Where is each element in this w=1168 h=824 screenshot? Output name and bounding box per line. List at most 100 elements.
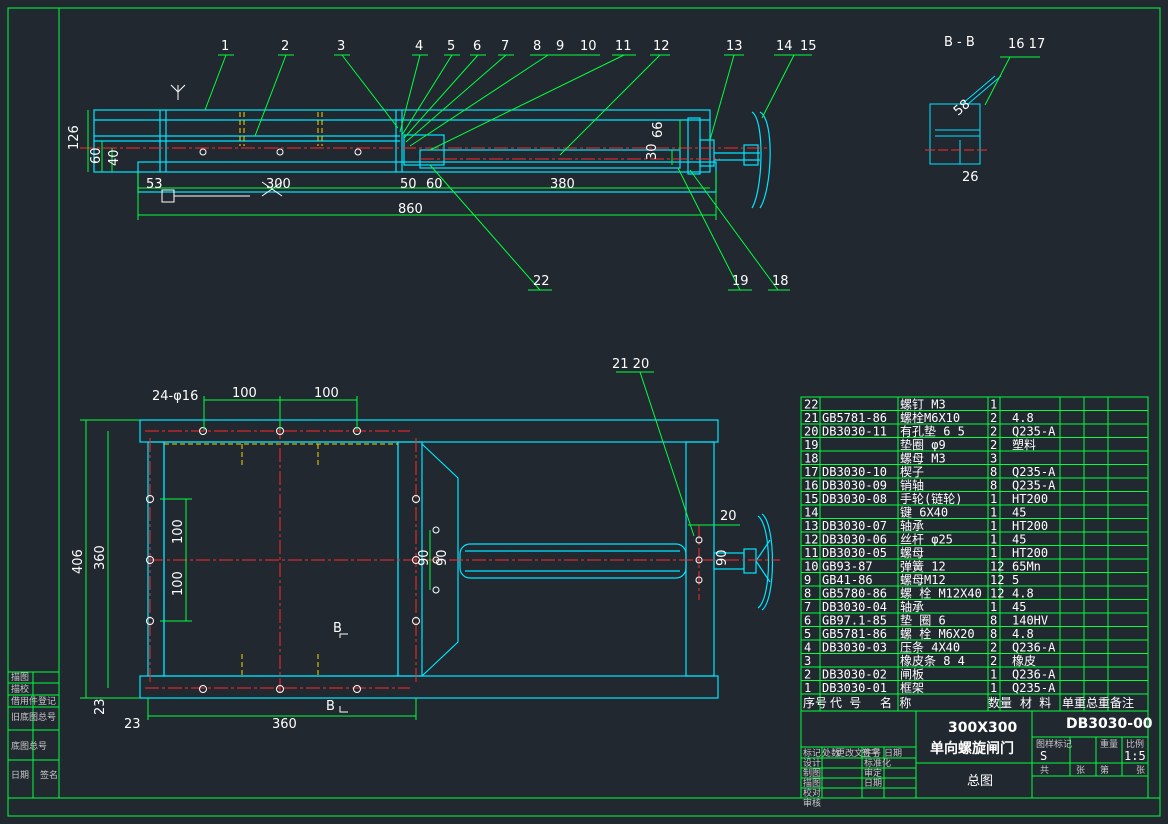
bom-cell-no: 10: [804, 560, 818, 574]
dim-30: 30: [645, 143, 660, 160]
bom-cell-qty: 1: [990, 681, 997, 695]
bom-cell-no: 2: [804, 668, 811, 682]
bom-cell-code: DB3030-09: [822, 479, 887, 493]
bom-cell-code: DB3030-07: [822, 519, 887, 533]
bom-cell-mat: Q236-A: [1012, 641, 1056, 655]
balloon-21-20: 21 20: [612, 357, 649, 372]
revision-cells: 标记处数更改文件号签字日期设计制图描图校对审核标准化审定日期: [803, 747, 902, 809]
front-center: [145, 425, 780, 695]
role-label-right: 标准化: [864, 757, 891, 769]
bom-cell-name: 垫 圈 6: [900, 613, 946, 628]
dim-60w: 60: [426, 177, 443, 192]
balloon-22: 22: [533, 274, 550, 289]
balloon-10: 10: [580, 39, 597, 54]
ucs-icon: [161, 84, 283, 203]
bom-cell-qty: 12: [990, 560, 1004, 574]
bom-cell-no: 22: [804, 398, 818, 412]
front-holes: [146, 427, 703, 693]
bom-cell-no: 5: [804, 627, 811, 641]
bom-cell-mat: 塑料: [1012, 437, 1036, 452]
dim-40: 40: [107, 149, 122, 166]
bom-cell-mat: 45: [1012, 533, 1026, 547]
bom-header-code: 代 号: [830, 696, 861, 710]
hole-note: 24-φ16: [152, 389, 198, 404]
dim-100d: 100: [171, 571, 186, 596]
top-hidden-lines: [239, 112, 323, 146]
balloon-1: 1: [221, 39, 229, 54]
sheet-a: 共: [1040, 765, 1049, 776]
bom-header-total: 总重: [1086, 696, 1110, 710]
bom-cell-qty: 1: [990, 600, 997, 614]
bom-cell-qty: 2: [990, 411, 997, 425]
bom-cell-code: DB3030-10: [822, 465, 887, 479]
bom-cell-qty: 1: [990, 506, 997, 520]
rev-header: 处数: [822, 747, 840, 759]
bom-cell-name: 压条 4X40: [900, 641, 960, 655]
bom-cell-qty: 2: [990, 438, 997, 452]
bom-cell-code: DB3030-06: [822, 533, 887, 547]
bom-cell-mat: 140HV: [1012, 614, 1048, 628]
bom-cell-code: DB3030-05: [822, 546, 887, 560]
side-item: 描图: [11, 671, 29, 683]
front-view: 24-φ16 21 20 100 100 406 360 100 100 90 …: [71, 357, 780, 732]
scale-label: 比例: [1126, 738, 1144, 750]
rev-header: 更改文件号: [836, 747, 881, 759]
bom-cell-no: 13: [804, 519, 818, 533]
bom-cell-qty: 8: [990, 614, 997, 628]
bom-cell-code: DB3030-08: [822, 492, 887, 506]
section-label: B - B: [944, 35, 975, 50]
bom-cell-qty: 1: [990, 519, 997, 533]
side-item: 借用件登记: [11, 695, 56, 707]
bom-cell-name: 螺母: [900, 546, 924, 560]
balloon-4: 4: [415, 39, 423, 54]
section-mark-a: B: [333, 621, 342, 636]
bom-cell-code: DB3030-02: [822, 668, 887, 682]
bom-cell-mat: 4.8: [1012, 587, 1034, 601]
role-label: 设计: [803, 757, 821, 769]
bom-cell-mat: Q236-A: [1012, 668, 1056, 682]
balloon-6: 6: [473, 39, 481, 54]
handwheel-side: [743, 111, 771, 209]
rev-header: 标记: [803, 747, 821, 759]
role-label: 制图: [803, 767, 821, 779]
dim-860: 860: [398, 202, 423, 217]
bom-cell-mat: Q235-A: [1012, 479, 1056, 493]
bom-cell-name: 框架: [900, 681, 924, 695]
dim-66: 66: [651, 121, 666, 138]
bom-cell-qty: 12: [990, 587, 1004, 601]
balloon-8: 8: [533, 39, 541, 54]
bom-cell-mat: 4.8: [1012, 627, 1034, 641]
drawing-number: DB3030-00: [1066, 716, 1153, 732]
section-mark-b: B: [326, 699, 335, 714]
balloon-15: 15: [800, 39, 817, 54]
bom-cell-qty: 1: [990, 668, 997, 682]
bom-cell-no: 20: [804, 425, 818, 439]
bom-cell-name: 橡皮条 8 4: [900, 654, 965, 668]
top-leaders: [204, 54, 812, 291]
bom-cell-qty: 8: [990, 479, 997, 493]
bom-cell-no: 9: [804, 573, 811, 587]
bom-cell-name: 楔子: [900, 465, 924, 479]
bom-cell-mat: HT200: [1012, 519, 1048, 533]
balloon-9: 9: [556, 39, 564, 54]
dim-23a: 23: [93, 698, 108, 715]
bom-cell-no: 19: [804, 438, 818, 452]
top-center-lines: [80, 147, 770, 160]
bom-header-note: 备注: [1110, 695, 1134, 710]
bom-cell-mat: Q235-A: [1012, 465, 1056, 479]
dim-406: 406: [71, 549, 86, 574]
bom-cell-no: 7: [804, 600, 811, 614]
role-label: 描图: [803, 777, 821, 789]
bom-cell-name: 螺钉 M3: [900, 398, 946, 412]
bom-cell-name: 螺栓M6X10: [900, 410, 960, 425]
balloon-13: 13: [726, 39, 743, 54]
bom-cell-mat: 5: [1012, 573, 1019, 587]
outer-border: [7, 7, 1161, 817]
bom-header-mat: 材 料: [1020, 696, 1051, 710]
bom-cell-name: 螺母M12: [900, 573, 946, 587]
top-dim-lines: [87, 110, 717, 220]
bom-cell-name: 螺母 M3: [900, 452, 946, 466]
bom-cell-no: 4: [804, 641, 811, 655]
balloon-2: 2: [281, 39, 289, 54]
